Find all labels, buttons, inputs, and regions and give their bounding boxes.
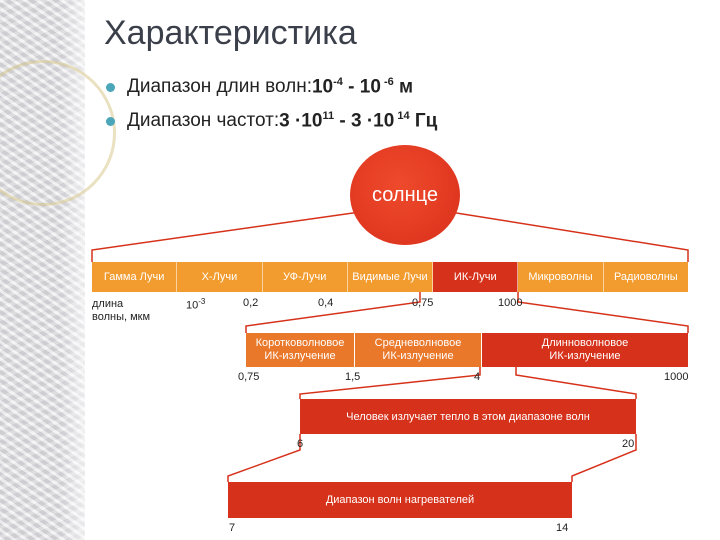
wavelength-b: 10 [359, 76, 381, 98]
tick-main-1-base: 10 [186, 299, 199, 312]
spectrum-radio: Радиоволны [613, 271, 678, 283]
ir-connector [517, 292, 689, 333]
spectrum-gamma: Гамма Лучи [92, 262, 178, 292]
tick-ir-4: 1000 [664, 371, 689, 383]
ir-short-line1: Коротковолновое [255, 337, 345, 349]
bullet-dot-icon [106, 116, 115, 126]
frequency-b-exp: 14 [394, 110, 410, 122]
frequency-b: 3 ·10 [350, 110, 395, 132]
tick-main-3: 0,4 [318, 297, 334, 309]
ir-mid-line1: Средневолновое [374, 337, 462, 349]
spectrum-visible: Видимые Лучи [348, 262, 434, 292]
human-from: 6 [297, 438, 304, 450]
heater-range-box: Диапазон волн нагревателей [228, 482, 572, 518]
spectrum-xray: Х-Лучи [177, 262, 263, 292]
frequency-a: 3 ·10 [279, 110, 323, 132]
wavelength-unit: м [393, 76, 414, 98]
axis-label: длина волны, мкм [92, 298, 150, 324]
spectrum-uv: УФ-Лучи [263, 262, 348, 292]
bullet-dot-icon [106, 82, 115, 92]
human-connector [299, 367, 481, 399]
tick-main-1: 10-3 [186, 297, 205, 312]
heater-to: 14 [556, 522, 569, 534]
spectrum-band: Гамма Лучи Х-Лучи УФ-Лучи Видимые Лучи И… [92, 262, 688, 292]
ir-long-line2: ИК-излучение [549, 350, 621, 362]
sun-connector [91, 211, 361, 262]
sun-label: солнце [372, 183, 438, 206]
wavelength-sep: - [342, 76, 360, 98]
tick-main-4: 0,75 [412, 297, 434, 309]
ir-connector [245, 292, 421, 333]
wavelength-label: Диапазон длин волн: [127, 76, 312, 98]
human-connector [515, 367, 637, 399]
slide-title: Характеристика [104, 14, 357, 52]
frequency-unit: Гц [409, 110, 438, 132]
human-to: 20 [622, 438, 635, 450]
frequency-a-exp: 11 [322, 110, 335, 122]
tick-main-5: 1000 [498, 297, 523, 309]
spectrum-ir: ИК-Лучи [433, 262, 519, 292]
tick-ir-3: 4 [474, 371, 481, 383]
axis-label-line1: длина [92, 298, 124, 310]
spectrum-microwave: Микроволны [518, 262, 604, 292]
tick-main-2: 0,2 [243, 297, 259, 309]
wavelength-a-exp: -4 [333, 76, 343, 88]
heater-connector [227, 434, 301, 482]
frequency-sep: - [334, 110, 351, 132]
frequency-label: Диапазон частот: [127, 110, 280, 132]
heater-from: 7 [229, 522, 236, 534]
ir-mid-line2: ИК-излучение [382, 350, 454, 362]
sun-connector [449, 211, 689, 262]
tick-ir-1: 0,75 [238, 371, 260, 383]
tick-main-1-exp: -3 [198, 297, 206, 306]
axis-label-line2: волны, мкм [92, 311, 151, 323]
wavelength-a: 10 [311, 76, 334, 98]
wavelength-b-exp: -6 [380, 76, 394, 88]
heater-connector [571, 434, 637, 482]
ir-long-line1: Длинноволновое [541, 337, 629, 349]
heater-range-text: Диапазон волн нагревателей [325, 494, 475, 506]
human-range-box: Человек излучает тепло в этом диапазоне … [300, 399, 636, 434]
sun-circle: солнце [350, 145, 460, 245]
ir-short-line2: ИК-излучение [264, 350, 336, 362]
bullet-wavelength: Диапазон длин волн: 10-4 - 10 -6 м [106, 76, 413, 98]
bullet-frequency: Диапазон частот: 3 ·1011 - 3 ·10 14 Гц [106, 110, 437, 132]
tick-ir-2: 1,5 [345, 371, 361, 383]
human-range-text: Человек излучает тепло в этом диапазоне … [346, 410, 590, 423]
